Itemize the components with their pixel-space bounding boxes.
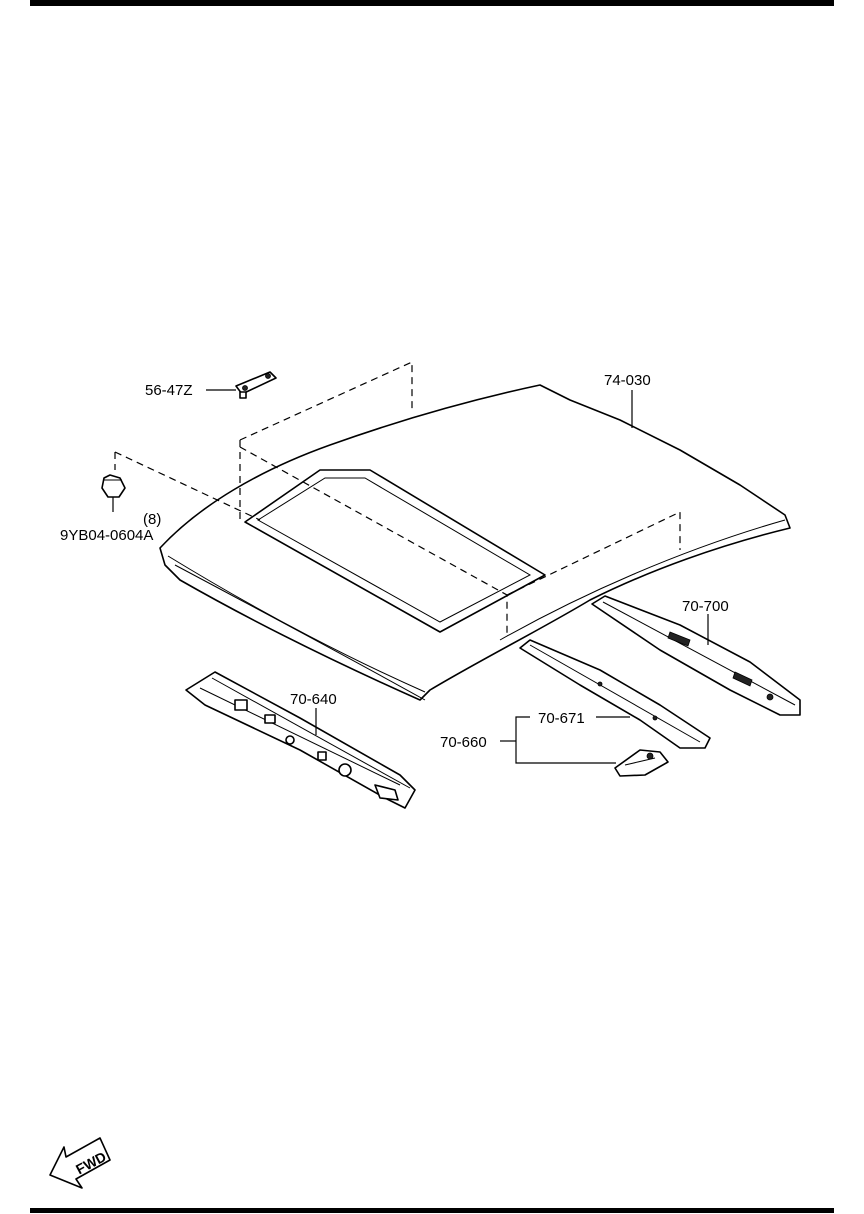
label-front-rail: 70-640 xyxy=(290,691,337,708)
nut-9yb04-0604a[interactable] xyxy=(101,474,126,512)
bracket-70-660[interactable] xyxy=(614,749,669,777)
label-nut-part: 9YB04-0604A xyxy=(60,527,153,544)
top-border xyxy=(30,0,834,6)
side-rail-70-700[interactable] xyxy=(591,595,801,716)
leader-lines xyxy=(206,389,709,764)
label-bracket: 70-660 xyxy=(440,734,487,751)
fwd-arrow-icon: FWD xyxy=(49,1137,111,1189)
label-nut-qty: (8) xyxy=(143,511,161,528)
inner-side-rail-70-671[interactable] xyxy=(519,639,711,749)
clip-56-47z[interactable] xyxy=(235,371,277,399)
label-clip-top: 56-47Z xyxy=(145,382,193,399)
bottom-border xyxy=(30,1208,834,1213)
label-side-rail-inner: 70-671 xyxy=(538,710,585,727)
label-roof-panel: 74-030 xyxy=(604,372,651,389)
label-side-rail-right: 70-700 xyxy=(682,598,729,615)
roof-panel[interactable] xyxy=(159,384,791,701)
mounting-guides xyxy=(114,361,681,635)
front-rail-70-640[interactable] xyxy=(185,671,416,809)
